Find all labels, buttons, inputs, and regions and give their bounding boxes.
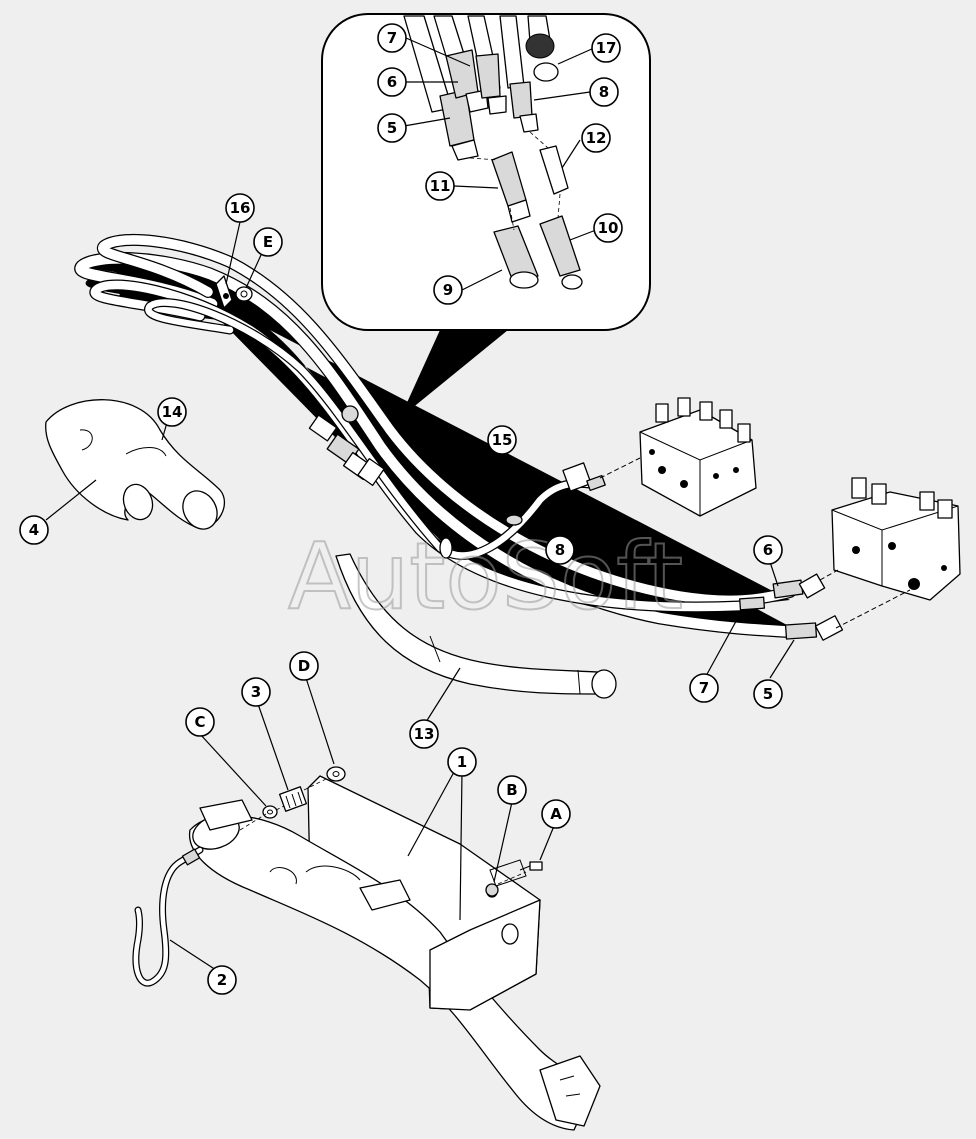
- callout-14: 14: [157, 397, 187, 427]
- callout-13: 13: [409, 719, 439, 749]
- callout-10: 10: [593, 213, 623, 243]
- coupling-8: [562, 462, 606, 492]
- callout-A: A: [541, 799, 571, 829]
- svg-text:4: 4: [29, 521, 39, 539]
- svg-text:8: 8: [555, 541, 565, 559]
- svg-text:2: 2: [217, 971, 227, 989]
- spring-3: [278, 786, 308, 812]
- svg-text:E: E: [263, 233, 273, 251]
- elbow-hose-4: [45, 399, 226, 530]
- assembly-lines: [239, 777, 527, 885]
- inset-cap-17: [525, 33, 555, 59]
- callout-11: 11: [425, 171, 455, 201]
- callout-E: E: [253, 227, 283, 257]
- rod-2: [132, 846, 204, 987]
- inset-coupling-12: [539, 145, 569, 195]
- hose-8-main: [143, 298, 595, 560]
- nut-B: [485, 883, 499, 897]
- nut-E: [235, 286, 253, 302]
- svg-text:15: 15: [492, 431, 513, 449]
- hose-5-main: [74, 251, 807, 639]
- callout-D: D: [289, 651, 319, 681]
- callout-5-inset: 5: [377, 113, 407, 143]
- svg-text:7: 7: [387, 29, 397, 47]
- svg-text:A: A: [550, 805, 562, 823]
- bolt-A: [519, 861, 543, 871]
- hose-end-fittings: [739, 573, 844, 641]
- callout-3: 3: [241, 677, 271, 707]
- svg-text:14: 14: [162, 403, 183, 421]
- inset-hose-7: [475, 53, 501, 99]
- hose-bundle: [74, 233, 844, 641]
- svg-text:8: 8: [599, 83, 609, 101]
- clamp-15: [505, 514, 523, 526]
- svg-text:9: 9: [443, 281, 453, 299]
- svg-text:17: 17: [596, 39, 617, 57]
- inset-coupling-9: [493, 225, 539, 285]
- watermark: AutoSoft: [288, 523, 683, 630]
- callout-5-main: 5: [753, 679, 783, 709]
- svg-text:1: 1: [457, 753, 467, 771]
- valve-block-upper: [599, 397, 757, 517]
- callout-7-main: 7: [689, 673, 719, 703]
- svg-text:D: D: [298, 657, 310, 675]
- svg-text:13: 13: [414, 725, 435, 743]
- housing-1: [188, 775, 601, 1131]
- svg-text:3: 3: [251, 683, 261, 701]
- washer-C: [262, 805, 278, 819]
- bundle-couplings: [308, 405, 385, 487]
- washer-D: [326, 766, 346, 782]
- inset-coupling-10: [539, 215, 581, 277]
- hose-6-main: [96, 233, 796, 607]
- callout-C: C: [185, 707, 215, 737]
- detail-inset: [321, 13, 651, 418]
- callout-12: 12: [581, 123, 611, 153]
- callout-4: 4: [19, 515, 49, 545]
- inset-hoses: [403, 15, 583, 290]
- callout-16: 16: [225, 193, 255, 223]
- clamp-bundle: [439, 537, 453, 559]
- inset-hose-8: [509, 81, 533, 119]
- callout-2: 2: [207, 965, 237, 995]
- svg-text:7: 7: [699, 679, 709, 697]
- valve-block-lower: [819, 477, 961, 629]
- callout-8-inset: 8: [589, 77, 619, 107]
- svg-text:12: 12: [586, 129, 607, 147]
- svg-text:B: B: [506, 781, 517, 799]
- callout-6-main: 6: [753, 535, 783, 565]
- bracket-16: [215, 275, 233, 309]
- svg-text:6: 6: [763, 541, 773, 559]
- callout-8-main: 8: [545, 535, 575, 565]
- svg-text:C: C: [194, 713, 205, 731]
- callout-7-inset: 7: [377, 23, 407, 53]
- inset-pointer: [400, 330, 508, 418]
- callout-6-inset: 6: [377, 67, 407, 97]
- svg-text:11: 11: [430, 177, 451, 195]
- svg-text:5: 5: [763, 685, 773, 703]
- svg-text:10: 10: [598, 219, 619, 237]
- callout-9: 9: [433, 275, 463, 305]
- svg-text:5: 5: [387, 119, 397, 137]
- callout-B: B: [497, 775, 527, 805]
- callout-1: 1: [447, 747, 477, 777]
- hose-13: [335, 553, 617, 699]
- svg-text:16: 16: [230, 199, 251, 217]
- callout-17: 17: [591, 33, 621, 63]
- svg-text:6: 6: [387, 73, 397, 91]
- callout-15: 15: [487, 425, 517, 455]
